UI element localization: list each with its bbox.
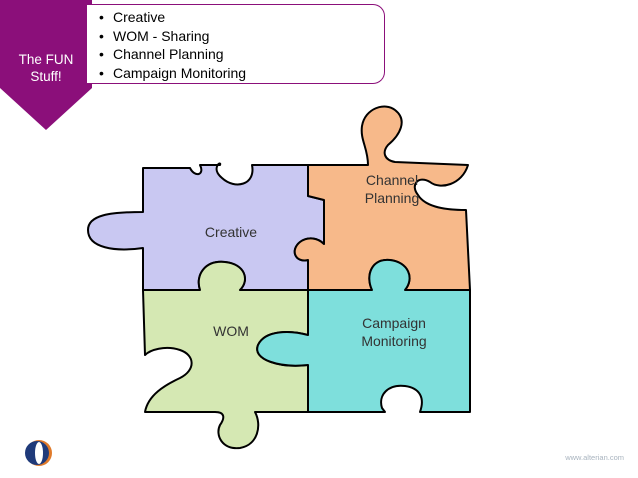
puzzle-piece-campaign-monitoring: [256, 258, 471, 413]
section-tag-label: The FUN Stuff!: [8, 51, 84, 85]
puzzle-label-campaign-monitoring-line-2: Monitoring: [361, 333, 427, 349]
puzzle-label-channel-planning-line-2: Planning: [364, 190, 420, 206]
bullet-box: Creative WOM - Sharing Channel Planning …: [87, 4, 385, 84]
bullet-item-channel-planning: Channel Planning: [99, 45, 384, 64]
puzzle-piece-wom: [142, 260, 309, 450]
alterian-logo-icon: [25, 440, 52, 466]
puzzle-label-creative: Creative: [204, 224, 258, 240]
puzzle-label-campaign-monitoring: Campaign Monitoring: [348, 314, 440, 350]
puzzle-label-channel-planning-line-1: Channel: [365, 172, 419, 188]
footer-url: www.alterian.com: [565, 453, 624, 462]
puzzle-label-channel-planning: Channel Planning: [352, 171, 432, 207]
section-tag-line-1: The FUN: [18, 52, 74, 67]
puzzle-label-wom: WOM: [213, 323, 249, 339]
section-tag-line-2: Stuff!: [30, 69, 62, 84]
puzzle-label-campaign-monitoring-line-1: Campaign: [362, 315, 426, 331]
bullet-item-creative: Creative: [99, 8, 384, 27]
bullet-item-campaign-monitoring: Campaign Monitoring: [99, 64, 384, 83]
puzzle-piece-channel-planning: [293, 105, 471, 291]
section-tag-chevron: [0, 0, 92, 130]
bullet-item-wom-sharing: WOM - Sharing: [99, 27, 384, 46]
bullet-list: Creative WOM - Sharing Channel Planning …: [87, 5, 384, 82]
